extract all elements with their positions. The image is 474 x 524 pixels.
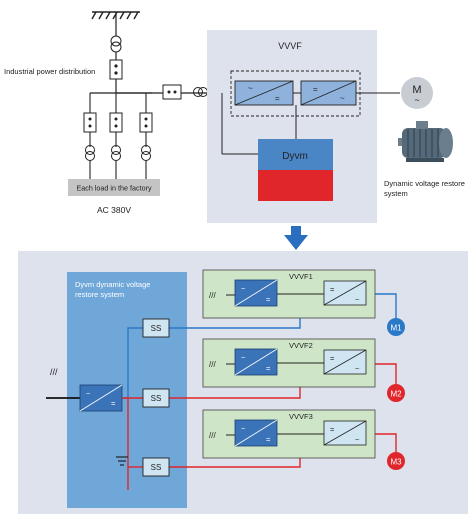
motor-label: M2 — [390, 390, 402, 399]
drs-label-line2: system — [384, 189, 408, 198]
motor-illustration — [398, 121, 453, 162]
svg-text:///: /// — [209, 360, 216, 369]
load-breakers — [83, 112, 153, 133]
ss-label: SS — [151, 463, 162, 472]
ss-label: SS — [151, 394, 162, 403]
load-label: Each load in the factory — [76, 184, 152, 193]
circuit-breaker-icon — [109, 59, 123, 80]
motor-icon: M ~ — [401, 77, 433, 109]
bus-mark: /// — [50, 367, 58, 377]
transformer-icon — [111, 145, 121, 155]
vvvf-label: VVVF1 — [289, 272, 313, 281]
svg-text:=: = — [330, 285, 335, 294]
rectifier-icon: ~ = — [234, 348, 278, 376]
load-label-box — [68, 179, 160, 196]
svg-text:=: = — [330, 425, 335, 434]
inverter-icon: = ~ — [323, 420, 367, 446]
top-section: Industrial power distribution — [4, 11, 465, 223]
motor-icon: M3 — [387, 452, 405, 470]
motor-label: M1 — [390, 324, 402, 333]
vvvf-block-3: VVVF3 /// ~ = = ~ — [202, 409, 376, 459]
svg-text:=: = — [266, 364, 271, 373]
motor-label: M3 — [390, 458, 402, 467]
transformer-icon — [141, 145, 151, 155]
motor-tilde: ~ — [414, 95, 419, 105]
dyvm-label: Dyvm — [282, 151, 308, 162]
down-arrow-icon — [284, 226, 308, 250]
ss-switch-3: SS — [142, 457, 170, 477]
svg-text:=: = — [275, 94, 280, 103]
circuit-breaker-icon — [162, 84, 182, 100]
bottom-section: Dyvm dynamic voltage restore system /// … — [18, 251, 468, 514]
inverter-icon: = ~ — [323, 349, 367, 375]
vvvf-block-1: VVVF1 /// ~ = = ~ — [202, 269, 376, 319]
svg-text:=: = — [111, 399, 116, 408]
svg-text:=: = — [266, 435, 271, 444]
svg-text:~: ~ — [248, 84, 253, 93]
drs-label-line1: Dynamic voltage restore — [384, 179, 465, 188]
svg-text:~: ~ — [241, 284, 246, 293]
inverter-icon: = ~ — [300, 80, 357, 106]
svg-text:~: ~ — [355, 435, 360, 444]
industrial-distribution-label: Industrial power distribution — [4, 67, 95, 76]
svg-text:~: ~ — [355, 295, 360, 304]
vvvf-title: VVVF — [278, 41, 302, 51]
vvvf-label: VVVF2 — [289, 341, 313, 350]
svg-text:=: = — [313, 85, 318, 94]
circuit-breaker-icon — [139, 112, 153, 133]
circuit-breaker-icon — [109, 112, 123, 133]
svg-text:~: ~ — [340, 94, 345, 103]
inverter-icon: ~ = — [79, 384, 123, 412]
ss-switch-1: SS — [142, 318, 170, 338]
dyvm-panel-title-line2: restore system — [75, 290, 124, 299]
svg-text:=: = — [266, 295, 271, 304]
transformer-icon — [193, 87, 208, 97]
svg-text:///: /// — [209, 291, 216, 300]
svg-text:~: ~ — [241, 353, 246, 362]
load-transformers — [85, 145, 151, 161]
rectifier-icon: ~ = — [234, 419, 278, 447]
vvvf-block-2: VVVF2 /// ~ = = ~ — [202, 338, 376, 388]
ss-switch-2: SS — [142, 388, 170, 408]
svg-text:///: /// — [209, 431, 216, 440]
motor-icon: M2 — [387, 384, 405, 402]
rectifier-icon: ~ = — [234, 279, 278, 307]
svg-text:~: ~ — [241, 424, 246, 433]
ground-icon — [116, 456, 128, 466]
transformer-icon — [110, 35, 122, 53]
dyvm-box-bottom — [258, 170, 333, 201]
svg-text:=: = — [330, 354, 335, 363]
circuit-breaker-icon — [83, 112, 97, 133]
load-branches — [89, 93, 147, 180]
supply-voltage-label: AC 380V — [97, 205, 131, 215]
motor-icon: M1 — [387, 318, 405, 336]
svg-text:~: ~ — [355, 364, 360, 373]
dyvm-box-top — [258, 139, 333, 170]
svg-text:~: ~ — [86, 389, 91, 398]
rectifier-icon: ~ = — [234, 80, 294, 106]
ss-label: SS — [151, 324, 162, 333]
motor-symbol: M — [412, 84, 421, 96]
vvvf-label: VVVF3 — [289, 412, 313, 421]
dyvm-panel-title-line1: Dyvm dynamic voltage — [75, 280, 150, 289]
inverter-icon: = ~ — [323, 280, 367, 306]
transformer-icon — [85, 145, 95, 155]
